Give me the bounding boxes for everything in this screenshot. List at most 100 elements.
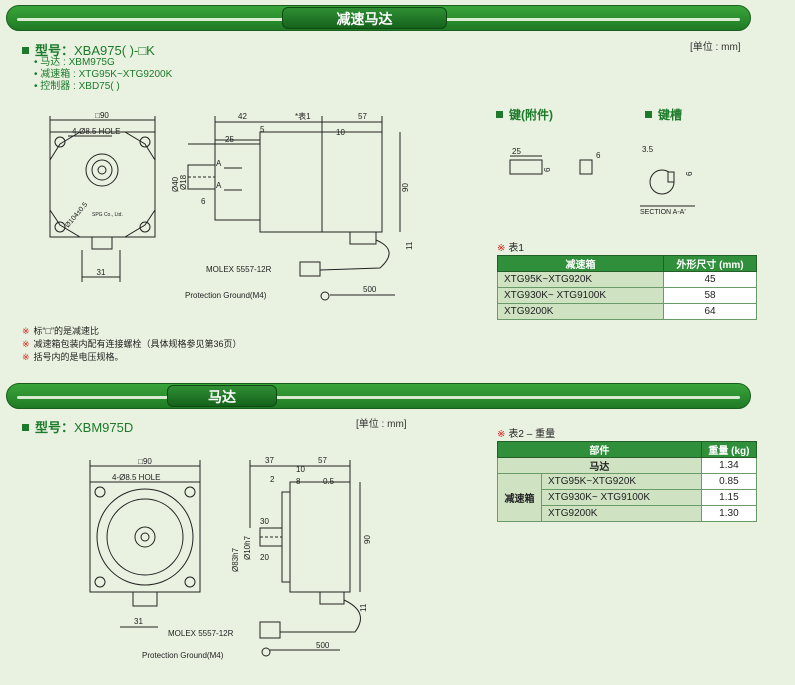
gearmotor-unit: [单位 : mm] [690, 42, 741, 53]
table-row: XTG930K~ XTG9100K 1.15 [498, 489, 758, 506]
bullet-square-icon [496, 111, 503, 118]
motor-side-body [289, 481, 351, 593]
section-title-gearmotor: 减速马达 [282, 7, 447, 29]
svg-text:6: 6 [596, 151, 601, 160]
svg-text:31: 31 [134, 617, 143, 626]
svg-text:90: 90 [363, 535, 372, 544]
motor-cable [280, 599, 361, 633]
svg-text:4-Ø8.5 HOLE: 4-Ø8.5 HOLE [72, 127, 120, 136]
table2: 部件 重量 (kg) 马达 1.34 减速箱 XTG95K~XTG920K 0.… [497, 441, 758, 522]
molex-label: MOLEX 5557-12R [206, 265, 272, 274]
svg-text:SECTION A-A': SECTION A-A' [640, 209, 686, 216]
front-shaft [91, 159, 113, 181]
svg-text:6: 6 [201, 197, 206, 206]
front-connector-box [91, 236, 113, 250]
side-gearbox [214, 139, 261, 221]
svg-text:500: 500 [316, 641, 330, 650]
mount-hole [184, 576, 196, 588]
svg-text:20: 20 [260, 553, 269, 562]
svg-text:A: A [216, 181, 222, 190]
svg-text:25: 25 [512, 147, 521, 156]
svg-text:3.5: 3.5 [642, 145, 654, 154]
note-item: ※减速箱包装内配有连接螺栓（具体规格参见第36页） [22, 339, 242, 349]
side-connector [349, 231, 377, 245]
table1-header: 外形尺寸 (mm) [663, 255, 757, 272]
svg-text:Ø40: Ø40 [171, 176, 180, 192]
gearmotor-model-value: XBA975( )-□K [74, 43, 155, 58]
motor-model: 型号：XBM975D [22, 417, 133, 436]
svg-text:30: 30 [260, 517, 269, 526]
sub-gearbox: • 减速箱 : XTG95K~XTG9200K [34, 69, 173, 80]
svg-text:57: 57 [358, 112, 367, 121]
motor-molex-connector [259, 621, 281, 639]
svg-text:11: 11 [405, 241, 414, 250]
motor-ground-terminal [261, 647, 271, 657]
section-title-motor: 马达 [167, 385, 277, 407]
svg-text:500: 500 [363, 285, 377, 294]
front-flange [49, 131, 156, 238]
bullet-square-icon [22, 47, 29, 54]
bullet-square-icon [645, 111, 652, 118]
table-row: 减速箱 XTG95K~XTG920K 0.85 [497, 473, 758, 522]
table-row: XTG95K~XTG920K 45 [497, 271, 757, 288]
bullet-square-icon [22, 424, 29, 431]
svg-text:A: A [216, 159, 222, 168]
svg-text:42: 42 [238, 112, 247, 121]
svg-text:10: 10 [336, 128, 345, 137]
svg-text:□90: □90 [95, 111, 109, 120]
keyway-heading: 键槽 [645, 106, 682, 123]
gearmotor-components: • 马达 : XBM975G • 减速箱 : XTG95K~XTG9200K •… [34, 57, 172, 93]
note-item: ※标“□”的是减速比 [22, 326, 99, 336]
key-end-view [579, 159, 593, 175]
gearmotor-model: 型号：XBA975( )-□K [22, 40, 155, 59]
table-row: XTG9200K 1.30 [498, 505, 758, 522]
svg-text:*表1: *表1 [295, 111, 311, 121]
front-body-outline [49, 131, 156, 238]
mount-hole [94, 576, 106, 588]
svg-text:8: 8 [296, 477, 301, 486]
svg-text:90: 90 [401, 183, 410, 192]
ground-terminal [320, 291, 330, 301]
table2-header: 重量 (kg) [700, 441, 758, 458]
keyway-slot [667, 171, 675, 183]
key-side-view [509, 159, 543, 175]
mount-hole [54, 136, 66, 148]
sub-motor: • 马达 : XBM975G [34, 57, 115, 68]
svg-text:6: 6 [685, 171, 694, 176]
table2-header: 部件 [497, 441, 702, 458]
svg-text:37: 37 [265, 456, 274, 465]
side-motor-front [259, 131, 323, 233]
svg-text:11: 11 [359, 603, 368, 612]
key-heading: 键(附件) [496, 106, 553, 123]
motor-molex-label: MOLEX 5557-12R [168, 629, 234, 638]
table1: 减速箱 外形尺寸 (mm) XTG95K~XTG920K 45 XTG930K~… [497, 255, 757, 320]
mount-hole [139, 221, 151, 233]
motor-model-value: XBM975D [74, 420, 134, 435]
sub-controller: • 控制器 : XBD75( ) [34, 81, 120, 92]
gearmotor-notes: ※标“□”的是减速比 ※减速箱包装内配有连接螺栓（具体规格参见第36页） ※括号… [22, 325, 242, 364]
motor-front-connector [132, 591, 158, 607]
key-drawings: 25 6 6 3.5 6 SECTION A-A' [509, 145, 695, 216]
table-row: 马达 1.34 [497, 457, 758, 474]
svg-text:25: 25 [225, 135, 234, 144]
front-shaft-boss [85, 153, 119, 187]
svg-text:Ø83h7: Ø83h7 [231, 547, 240, 572]
svg-text:4-Ø8.5 HOLE: 4-Ø8.5 HOLE [112, 473, 160, 482]
motor-side-flange [281, 491, 291, 583]
motor-drawing: □90 4-Ø8.5 HOLE 31 37 57 10 8 2 0.5 30 2… [89, 456, 372, 660]
table-row: XTG930K~ XTG9100K 58 [497, 287, 757, 304]
svg-text:Ø18: Ø18 [179, 174, 188, 190]
mount-hole [139, 136, 151, 148]
svg-text:5: 5 [260, 125, 265, 134]
note-item: ※括号内的是电压规格。 [22, 352, 124, 362]
svg-text:0.5: 0.5 [323, 477, 335, 486]
cable [319, 239, 390, 271]
svg-text:Ø10h7: Ø10h7 [243, 535, 252, 560]
table2-title: ※表2 – 重量 [497, 429, 556, 440]
motor-unit: [单位 : mm] [356, 419, 407, 430]
motor-protection-ground-label: Protection Ground(M4) [142, 651, 224, 660]
svg-text:6: 6 [543, 167, 552, 172]
motor-side-connector [319, 591, 345, 605]
table-row: XTG9200K 64 [497, 303, 757, 320]
svg-text:2: 2 [270, 475, 275, 484]
